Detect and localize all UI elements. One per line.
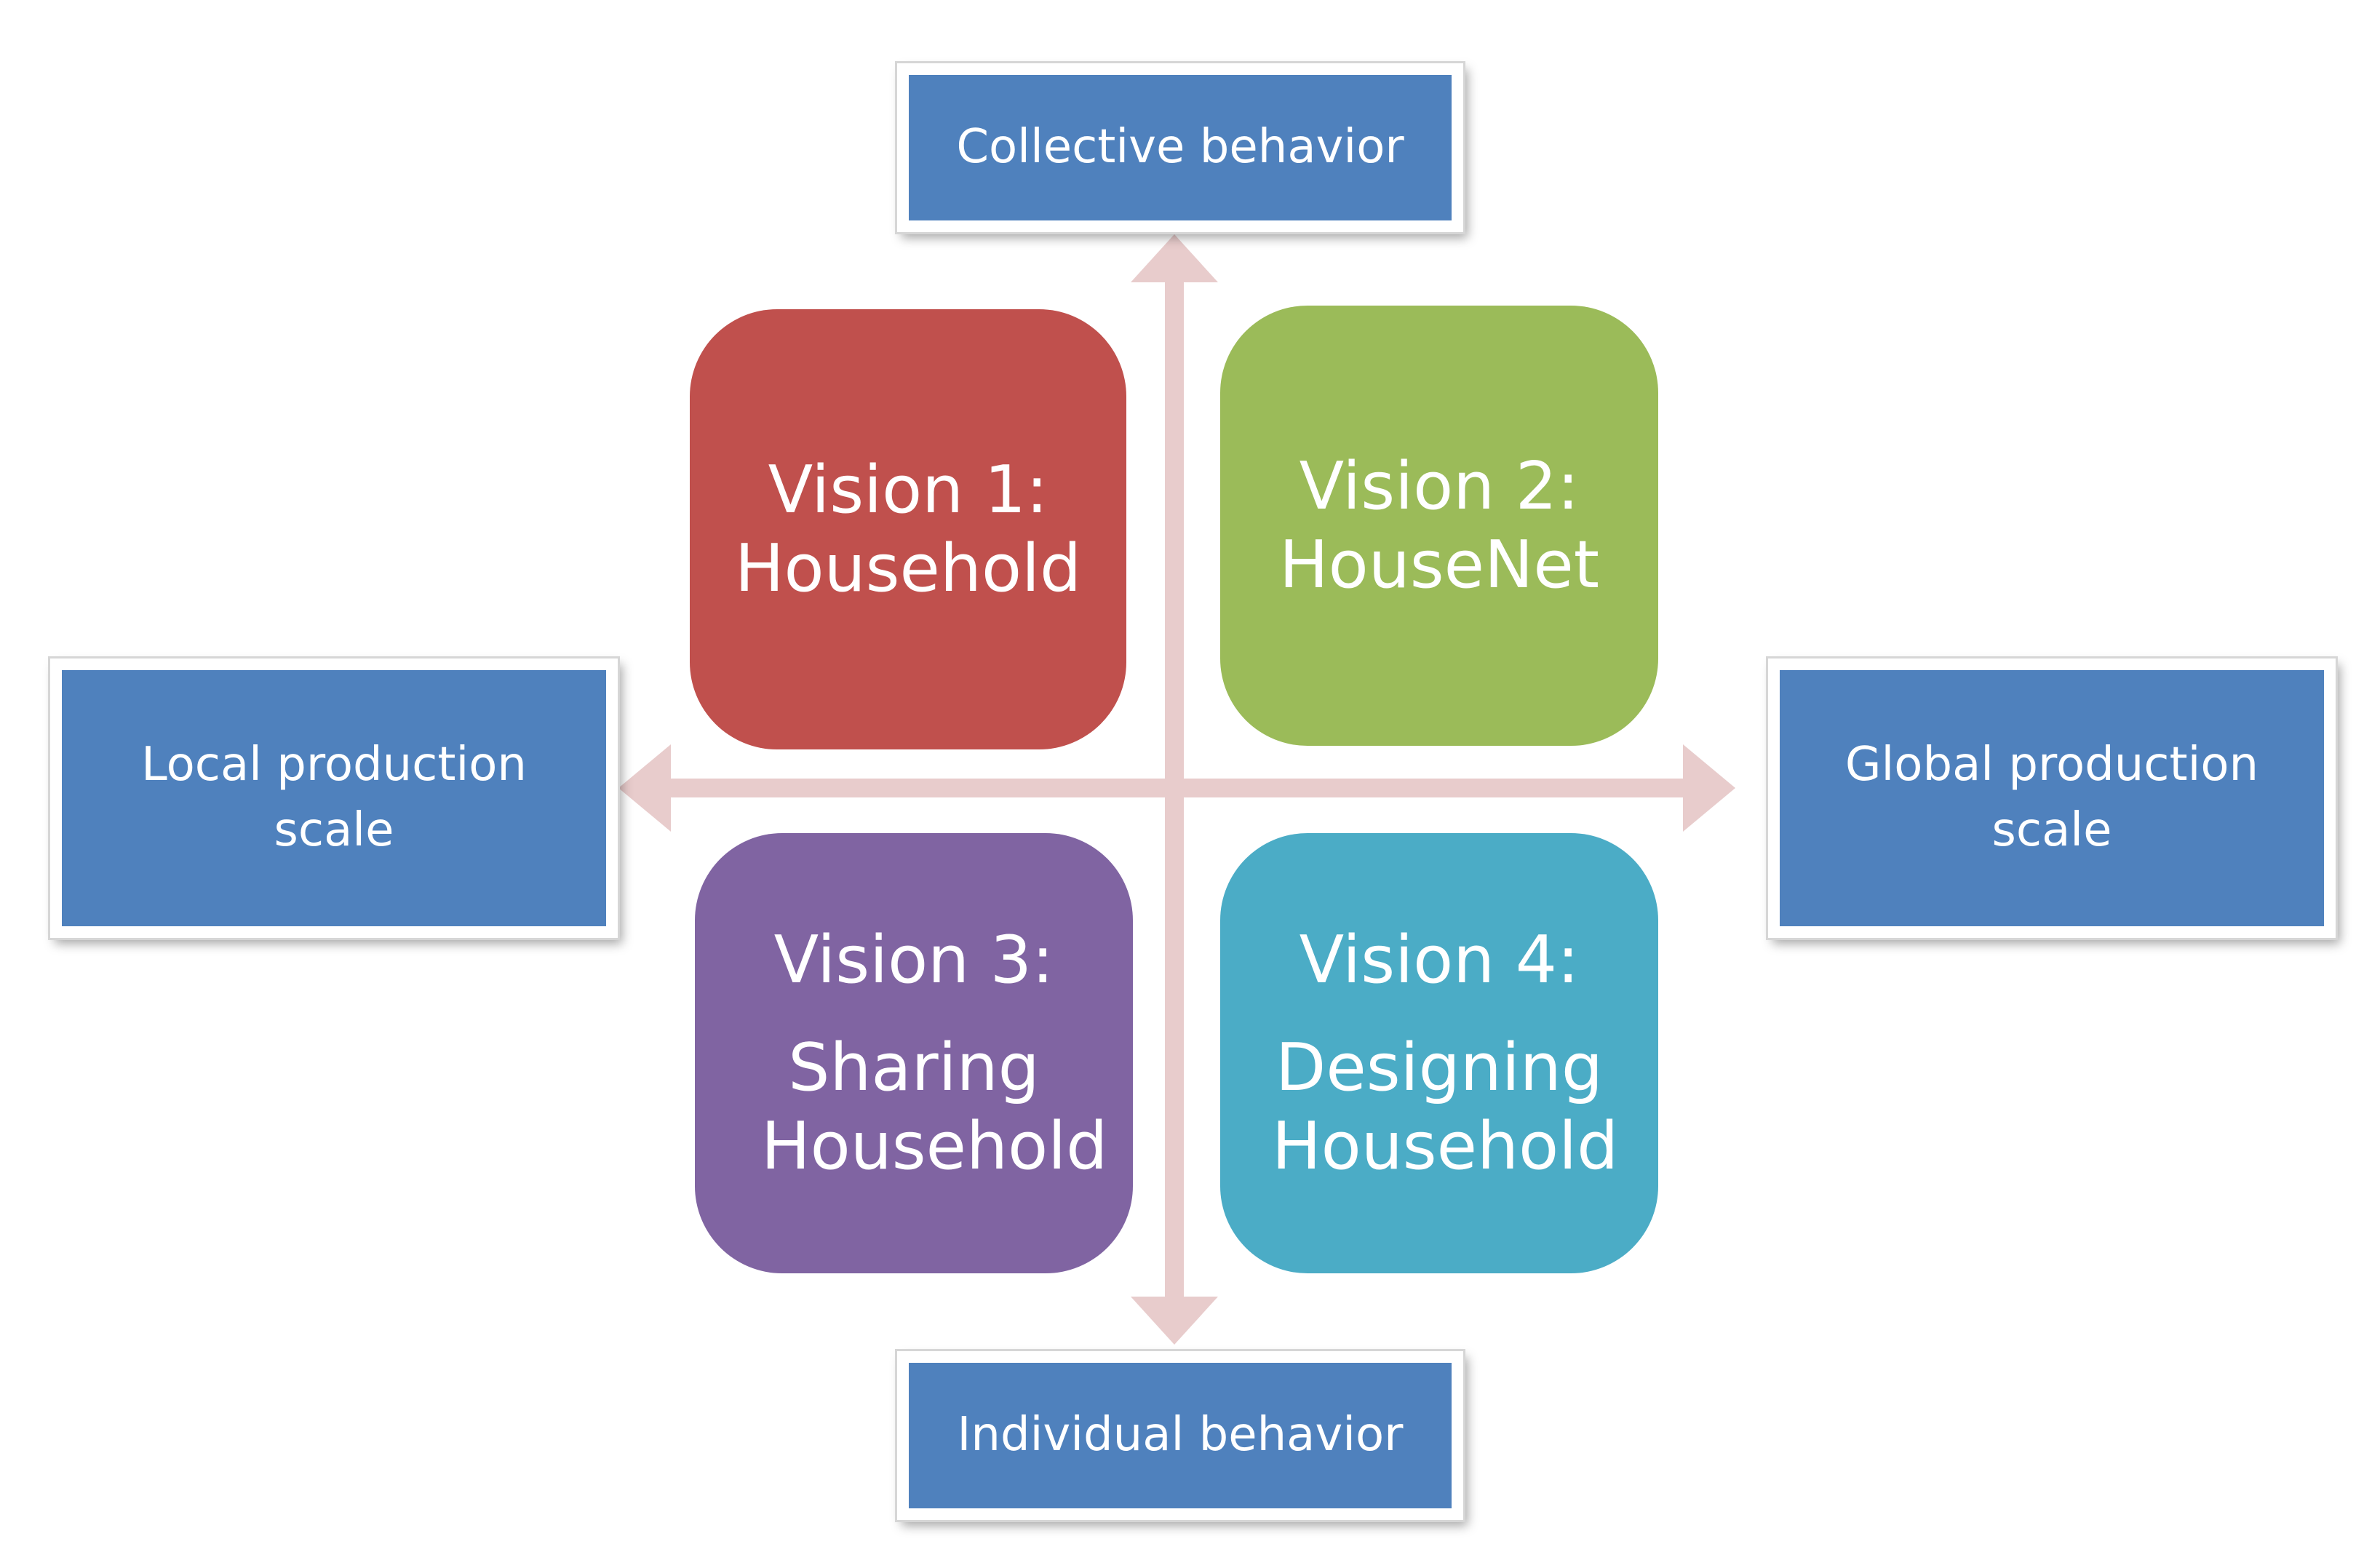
- vision-1-card: Vision 1: Household: [690, 309, 1126, 749]
- arrow-up-icon: [1131, 234, 1218, 282]
- vision-4-card: Vision 4: Designing Household: [1220, 833, 1658, 1273]
- vision-3-name: Sharing Household: [761, 1029, 1108, 1185]
- arrow-right-icon: [1683, 744, 1735, 832]
- arrow-left-icon: [618, 744, 671, 832]
- axis-label-right-text: Global production scale: [1844, 738, 2259, 857]
- axis-label-left-text: Local production scale: [141, 738, 527, 857]
- vision-3-card: Vision 3: Sharing Household: [695, 833, 1133, 1273]
- vision-1-title: Vision 1:: [768, 451, 1048, 528]
- vision-2-title: Vision 2:: [1299, 447, 1580, 525]
- axis-label-local-production: Local production scale: [50, 658, 618, 938]
- axis-label-global-production: Global production scale: [1768, 658, 2336, 938]
- axis-label-bottom-text: Individual behavior: [957, 1408, 1404, 1462]
- vision-3-title: Vision 3:: [773, 921, 1054, 998]
- vision-4-name: Designing Household: [1272, 1029, 1619, 1185]
- vision-2-card: Vision 2: HouseNet: [1220, 306, 1658, 746]
- vision-4-title: Vision 4:: [1299, 921, 1580, 998]
- axis-label-top-text: Collective behavior: [956, 120, 1404, 175]
- vision-2-name: HouseNet: [1278, 526, 1600, 603]
- vision-1-name: Household: [734, 530, 1082, 607]
- axis-label-collective: Collective behavior: [897, 63, 1463, 232]
- arrow-down-icon: [1131, 1297, 1218, 1345]
- axis-label-individual: Individual behavior: [897, 1351, 1463, 1520]
